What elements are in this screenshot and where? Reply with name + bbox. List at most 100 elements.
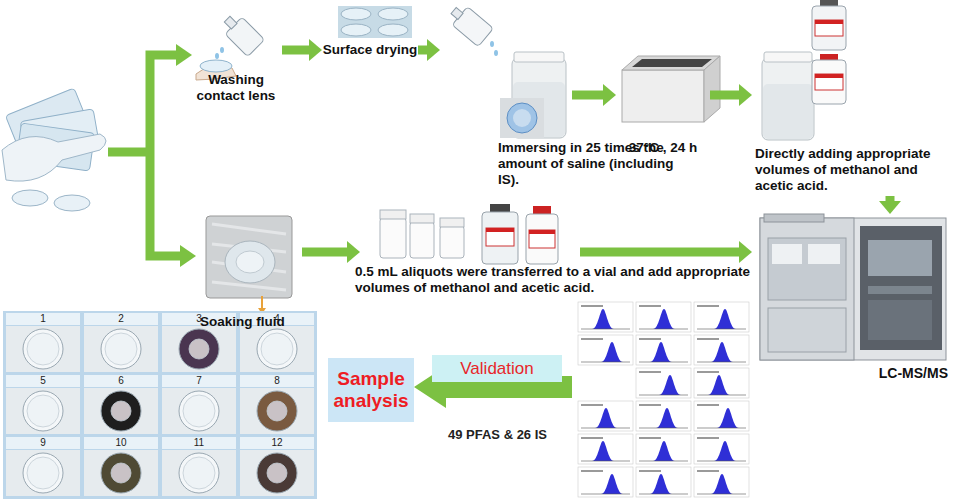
callout-number: 5 [6, 374, 80, 387]
flow-arrow [302, 241, 360, 263]
vial-illustration [762, 52, 814, 140]
lens-photo-grid [3, 311, 317, 499]
branch-arrow [176, 44, 192, 66]
chromatogram-panel [697, 329, 746, 330]
vial-illustration [380, 210, 464, 258]
chromatogram-peak [650, 342, 672, 362]
lens-photo [179, 391, 219, 431]
grid-number-strip [6, 437, 80, 449]
lens-photo [189, 339, 209, 359]
chromatogram-panel [578, 401, 633, 431]
lens-photo [162, 326, 236, 372]
flow-arrow [418, 39, 440, 61]
chromatogram-peak [653, 441, 675, 461]
reagent-bottle [812, 0, 846, 104]
chromatogram-panel [581, 461, 630, 462]
chromatogram-panel [697, 437, 719, 439]
hand-illustration [12, 190, 48, 206]
step-text: Sample analysis [328, 358, 414, 422]
hand-illustration [54, 195, 90, 211]
chromatogram-panel [694, 467, 749, 497]
water-bath-illustration [632, 59, 712, 67]
reagent-bottle [529, 230, 555, 248]
step-box: Directly adding appropriate volumes of m… [752, 0, 955, 196]
instrument-illustration [760, 218, 854, 360]
chromatogram-panel [697, 404, 719, 406]
instrument-illustration [868, 240, 932, 276]
water-bath-illustration [622, 56, 720, 122]
water-bath-illustration [622, 70, 704, 122]
vial-illustration [500, 98, 544, 138]
chromatogram-panel [639, 362, 688, 363]
grid-number-strip [240, 375, 314, 387]
arrow-shaft [572, 91, 604, 100]
package-illustration [212, 224, 286, 290]
lens-photo-grid [3, 311, 317, 499]
callout-number: 10 [84, 436, 158, 449]
vial-illustration [440, 218, 464, 227]
chromatogram-panel [636, 368, 691, 398]
step-text: 0.5 mL aliquots were transferred to a vi… [355, 264, 760, 296]
lens-photo [111, 463, 131, 483]
chromatogram-panel [639, 338, 661, 340]
lens-photo [341, 8, 371, 20]
chromatogram-panel [581, 329, 630, 330]
branch-arrow [108, 55, 182, 256]
step-text: Directly adding appropriate volumes of m… [755, 146, 955, 194]
chromatogram-panel [636, 335, 691, 365]
instrument-illustration [760, 218, 946, 360]
reagent-bottle [812, 6, 846, 50]
lens-photo [338, 6, 412, 38]
grid-number-strip [84, 437, 158, 449]
reagent-bottle [529, 230, 555, 234]
chromatogram-panel [636, 467, 691, 497]
water-bath-illustration [622, 56, 720, 70]
lens-photo [257, 391, 297, 431]
chromatogram-panel [639, 329, 688, 330]
vial-illustration [410, 214, 434, 223]
chromatogram-panel [636, 302, 691, 332]
chromatogram-panel [694, 368, 749, 398]
chromatogram-peak [592, 441, 614, 461]
chromatogram-peak [659, 375, 681, 395]
grid-number-strip [84, 375, 158, 387]
step-box: 37°C , 24 h [616, 50, 710, 158]
vial-illustration [764, 52, 812, 62]
vial-illustration [513, 109, 531, 127]
chromatogram-peak [650, 474, 672, 494]
reagent-bottle [526, 214, 558, 264]
lens-photo [105, 333, 137, 365]
package-illustration [225, 241, 275, 283]
step-box: Immersing in 25 times the amount of sali… [440, 4, 572, 142]
callout-number: 3 [162, 312, 236, 325]
branch-arrow [108, 44, 196, 267]
chromatogram-panel [697, 494, 746, 495]
lens-photo [23, 329, 63, 369]
arrow-head [739, 241, 752, 263]
saline-bottle-illustration [490, 41, 494, 47]
flow-arrow [282, 39, 322, 61]
chromatogram-panel [636, 401, 691, 431]
instrument-illustration [760, 214, 946, 360]
chromatogram-panel [639, 305, 661, 307]
lens-photo [257, 329, 297, 369]
result-box: Sample analysis [328, 358, 414, 422]
chromatogram-panel [578, 467, 633, 497]
flow-arrow [580, 241, 752, 263]
lens-photo [338, 6, 412, 38]
step-text: LC-MS/MS [752, 365, 948, 381]
step-text: Soaking fluid [200, 314, 300, 330]
chromatogram-panels [578, 302, 749, 497]
reagent-bottle [815, 74, 843, 90]
lens-photo [261, 333, 293, 365]
chromatogram-peak [714, 441, 736, 461]
instrument-illustration [768, 238, 846, 300]
chromatogram-panel [581, 437, 603, 439]
lens-photo [27, 333, 59, 365]
chromatogram-peak [592, 309, 614, 329]
instrument-illustration [860, 226, 942, 350]
chromatogram-panel [697, 362, 746, 363]
saline-bottle-illustration [446, 1, 494, 46]
